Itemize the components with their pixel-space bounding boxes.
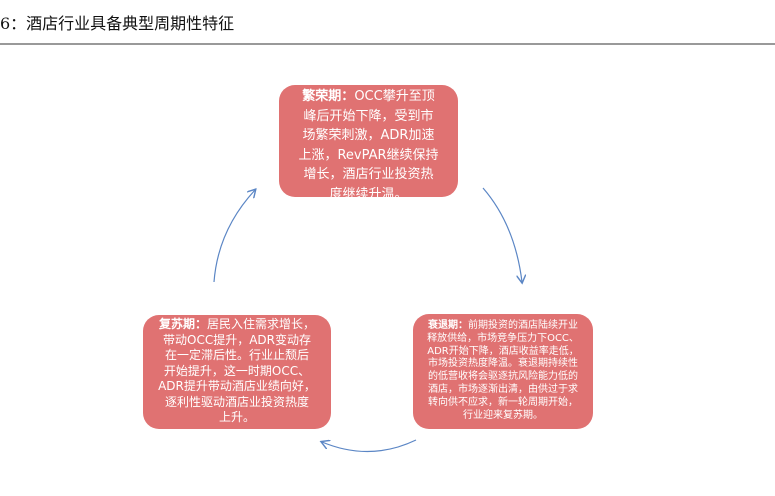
phase-recession-box: 衰退期：前期投资的酒店陆续开业 释放供给，市场竞争压力下OCC、 ADR开始下降…	[413, 314, 593, 429]
phase-label: 衰退期：	[428, 320, 468, 331]
text-line: 场繁荣刺激，ADR加速	[302, 128, 435, 143]
text-line: 居民入住需求增长，	[207, 317, 316, 331]
text-line: 酒店，市场逐渐出清，由供过于求	[428, 383, 578, 395]
phase-recovery-box: 复苏期：居民入住需求增长， 带动OCC提升，ADR变动存 在一定滞后性。行业止颓…	[143, 315, 331, 429]
text-line: 前期投资的酒店陆续开业	[468, 320, 578, 331]
arrow-recession-to-recovery	[322, 439, 417, 453]
text-line: 增长，酒店行业投资热	[303, 167, 434, 182]
text-line: 行业迎来复苏期。	[463, 409, 543, 421]
arrow-recovery-to-boom	[213, 190, 255, 283]
text-line: 度继续升温。	[329, 186, 408, 202]
text-line: 转向供不应求，新一轮周期开始，	[428, 396, 578, 408]
phase-label: 繁荣期：	[302, 89, 355, 104]
phase-boom-box: 繁荣期：OCC攀升至顶 峰后开始下降，受到市 场繁荣刺激，ADR加速 上涨，Re…	[279, 85, 458, 202]
phase-label: 复苏期：	[158, 317, 207, 331]
text-line: 开始提升，这一时期OCC、	[163, 363, 311, 378]
text-line: 市场投资热度降温。衰退期持续性	[428, 358, 578, 370]
text-line: 在一定滞后性。行业止颓后	[164, 348, 309, 362]
text-line: ADR提升带动酒店业绩向好，	[158, 379, 316, 393]
text-line: 带动OCC提升，ADR变动存	[163, 332, 311, 347]
figure-title: 6：酒店行业具备典型周期性特征	[0, 14, 235, 33]
text-line: 上升。	[218, 410, 255, 424]
text-line: 释放供给，市场竞争压力下OCC、	[427, 332, 579, 344]
text-line: OCC攀升至顶	[354, 89, 435, 104]
arrow-boom-to-recession	[482, 187, 522, 282]
text-line: ADR开始下降，酒店收益率走低，	[427, 345, 579, 357]
title-divider	[0, 43, 775, 45]
text-line: 逐利性驱动酒店业投资热度	[164, 394, 309, 409]
text-line: 峰后开始下降，受到市	[303, 108, 434, 124]
text-line: 的低营收将会驱逐抗风险能力低的	[428, 371, 578, 383]
text-line: 上涨，RevPAR继续保持	[298, 147, 439, 163]
